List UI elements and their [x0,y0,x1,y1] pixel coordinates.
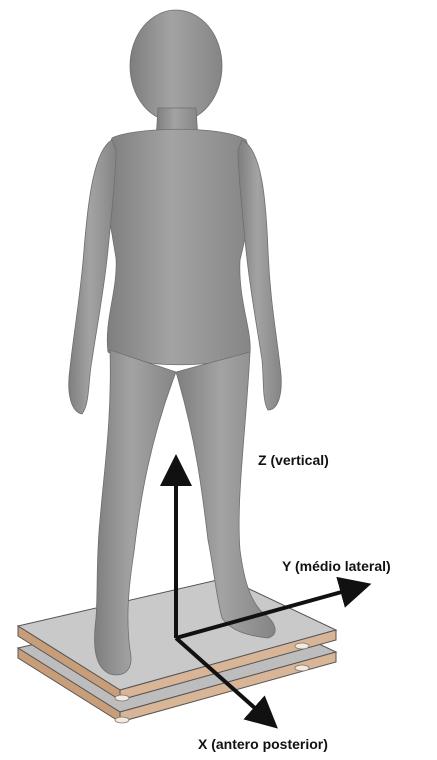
z-axis-label: Z (vertical) [258,452,329,468]
y-axis-label: Y (médio lateral) [282,558,391,574]
left-arm [69,140,116,414]
torso [106,129,252,365]
head [130,10,222,122]
x-axis-label: X (antero posterior) [198,736,328,752]
